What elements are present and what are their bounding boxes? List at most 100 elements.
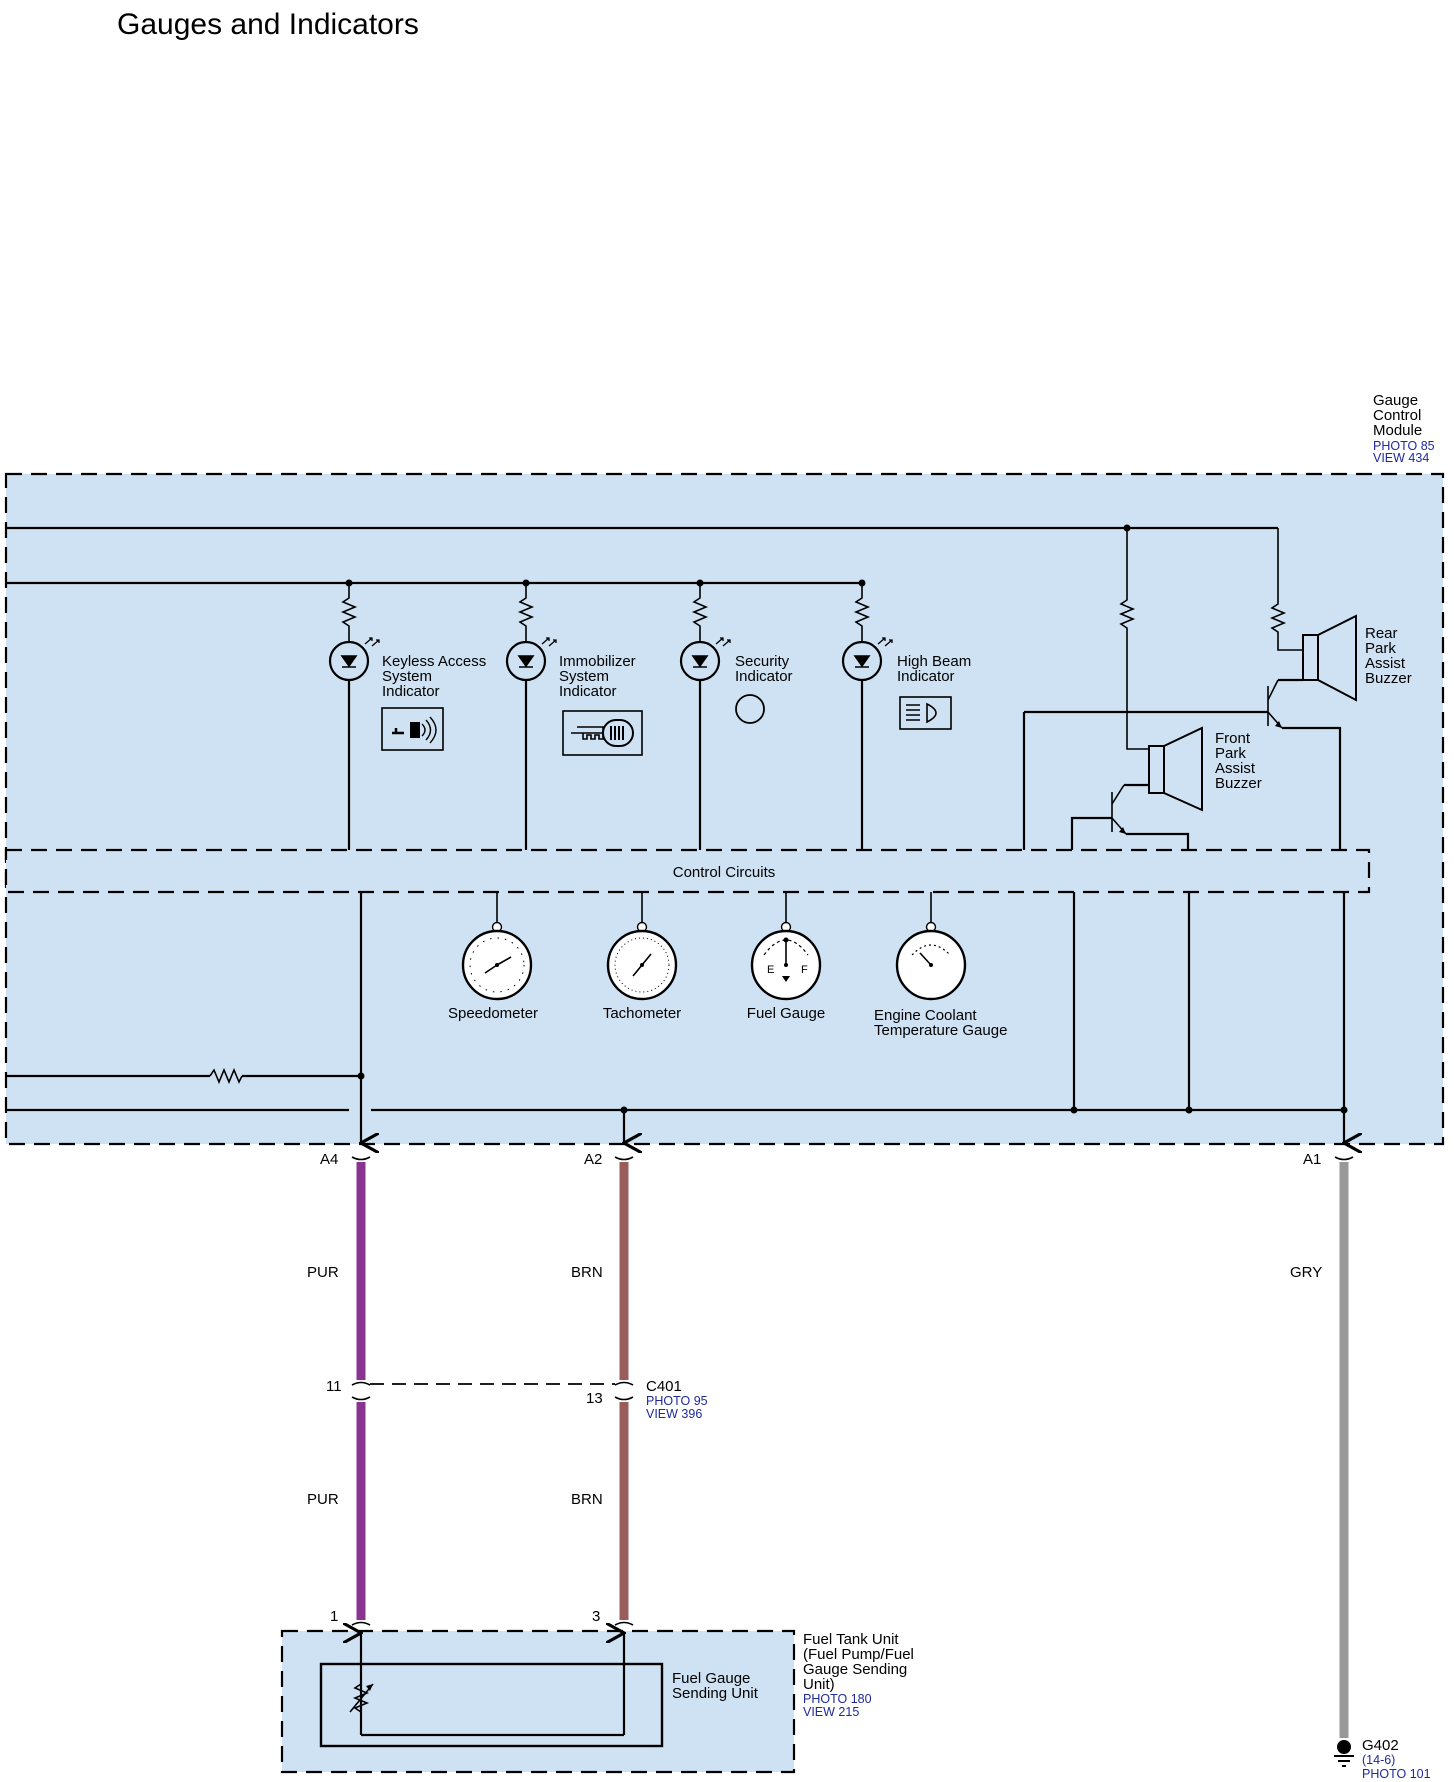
gauge-fuel: E F Fuel Gauge xyxy=(747,892,825,1022)
gauge-speedometer: Speedometer xyxy=(448,892,538,1022)
connector-bracket xyxy=(614,1156,634,1161)
light-rays-icon xyxy=(364,637,380,647)
wire-brn[interactable]: BRN BRN xyxy=(571,1156,634,1626)
ground-photo-link[interactable]: PHOTO 101 xyxy=(1362,1767,1431,1781)
connector-bracket xyxy=(614,1621,634,1626)
light-rays-icon xyxy=(715,637,731,647)
fuel-tank-unit[interactable]: 1 3 Fuel Gauge Sending Unit Fuel Tank Un… xyxy=(280,1608,914,1774)
fuel-tank-name-line-4: Unit) xyxy=(803,1676,835,1693)
immobilizer-key-icon xyxy=(562,710,643,756)
indicator-label-line-2: Indicator xyxy=(897,668,955,685)
diode-icon xyxy=(691,655,709,668)
terminal-a1-label: A1 xyxy=(1303,1151,1321,1168)
resistor-icon xyxy=(340,583,358,642)
page-title: Gauges and Indicators xyxy=(117,8,419,41)
gauge-label-line-1: Fuel Gauge xyxy=(747,1005,825,1022)
resistor-icon xyxy=(517,583,535,642)
module-lower-wiring xyxy=(6,892,1348,1143)
resistor-icon xyxy=(691,583,709,642)
diode-icon xyxy=(853,655,871,668)
ground-icon xyxy=(1334,1740,1354,1767)
gauge-label-line-1: Engine Coolant xyxy=(874,1007,977,1024)
indicator-label-line-1: Keyless Access xyxy=(382,653,486,670)
fuel-tank-name-line-1: Fuel Tank Unit xyxy=(803,1631,899,1648)
coolant-gauge-icon xyxy=(895,929,967,1001)
indicator-label-line-3: Indicator xyxy=(559,683,617,700)
front-buzzer-label: Front Park Assist Buzzer xyxy=(1215,730,1262,792)
module-label: Gauge Control Module PHOTO 85 VIEW 434 xyxy=(1373,392,1435,465)
fuel-tank-view-link[interactable]: VIEW 215 xyxy=(803,1705,859,1719)
c401-pin-pur: 11 xyxy=(326,1378,342,1395)
c401-pin-brn: 13 xyxy=(586,1390,603,1407)
resistor-icon xyxy=(853,583,871,642)
fuel-tank-name-line-2: (Fuel Pump/Fuel xyxy=(803,1646,914,1663)
fuel-full-mark: F xyxy=(801,964,808,976)
module-name-line-1: Gauge xyxy=(1373,392,1418,409)
diode-icon xyxy=(517,655,535,668)
wire-color-label: PUR xyxy=(307,1264,339,1281)
light-rays-icon xyxy=(877,637,893,647)
connector-bracket xyxy=(351,1156,371,1161)
indicator-immobilizer: Immobilizer System Indicator xyxy=(505,579,643,850)
indicator-high-beam: High Beam Indicator xyxy=(841,579,971,850)
front-buzzer-label-line-4: Buzzer xyxy=(1215,775,1262,792)
module-view-link[interactable]: VIEW 434 xyxy=(1373,451,1429,465)
ground-name: G402 xyxy=(1362,1737,1399,1754)
resistor-icon xyxy=(209,1067,243,1085)
fuel-gauge-sending-unit-box xyxy=(319,1662,664,1748)
c401-view-link[interactable]: VIEW 396 xyxy=(646,1407,702,1421)
connector-bracket xyxy=(351,1621,371,1626)
diode-icon xyxy=(340,655,358,668)
c401-photo-link[interactable]: PHOTO 95 xyxy=(646,1394,708,1408)
gauge-label-line-1: Tachometer xyxy=(603,1005,681,1022)
connector-bracket xyxy=(351,1381,371,1401)
wire-color-label: PUR xyxy=(307,1491,339,1508)
fuel-tank-photo-link[interactable]: PHOTO 180 xyxy=(803,1692,872,1706)
rear-buzzer-label-line-4: Buzzer xyxy=(1365,670,1412,687)
wire-color-label: BRN xyxy=(571,1491,603,1508)
module-photo-link[interactable]: PHOTO 85 xyxy=(1373,439,1435,453)
wire-color-label: GRY xyxy=(1290,1264,1322,1281)
keyless-access-icon xyxy=(381,707,444,751)
speedometer-icon xyxy=(461,929,533,1001)
front-park-assist-buzzer-icon xyxy=(1148,726,1203,812)
gauge-engine-coolant-temperature: Engine Coolant Temperature Gauge xyxy=(874,892,1007,1039)
fuel-tank-pin-pur: 1 xyxy=(330,1608,338,1625)
indicator-keyless-access: Keyless Access System Indicator xyxy=(328,579,486,850)
indicator-label-line-2: Indicator xyxy=(735,668,793,685)
rear-buzzer-label-line-2: Park xyxy=(1365,640,1396,657)
terminal-labels: A4 A2 A1 xyxy=(320,1151,1321,1168)
indicator-label-line-1: Security xyxy=(735,653,790,670)
module-name-line-3: Module xyxy=(1373,422,1422,439)
resistor-icon xyxy=(1269,528,1303,651)
rear-park-assist-buzzer-icon xyxy=(1302,614,1357,702)
ground-page-link[interactable]: (14-6) xyxy=(1362,1753,1395,1767)
connector-bracket xyxy=(614,1381,634,1401)
gauge-control-module-box xyxy=(4,472,1445,1146)
security-circle-icon xyxy=(735,694,765,724)
gauge-label-line-1: Speedometer xyxy=(448,1005,538,1022)
indicator-security: Security Indicator xyxy=(679,579,793,850)
connector-c401[interactable]: 11 13 C401 PHOTO 95 VIEW 396 xyxy=(326,1378,708,1421)
tachometer-icon xyxy=(606,929,678,1001)
resistor-icon xyxy=(1118,528,1149,750)
front-buzzer-label-line-1: Front xyxy=(1215,730,1251,747)
rear-buzzer-label-line-1: Rear xyxy=(1365,625,1398,642)
module-name-line-2: Control xyxy=(1373,407,1421,424)
fuel-tank-name-line-3: Gauge Sending xyxy=(803,1661,907,1678)
control-circuits-box xyxy=(4,848,1371,894)
indicator-label-line-1: High Beam xyxy=(897,653,971,670)
indicator-label-line-3: Indicator xyxy=(382,683,440,700)
connector-bracket xyxy=(1334,1156,1354,1161)
gauge-tachometer: Tachometer xyxy=(603,892,681,1022)
wire-gry[interactable]: GRY xyxy=(1290,1156,1354,1738)
variable-resistor-icon xyxy=(349,1675,374,1720)
front-buzzer-label-line-2: Park xyxy=(1215,745,1246,762)
indicator-label-line-2: System xyxy=(559,668,609,685)
wire-pur[interactable]: PUR PUR xyxy=(307,1156,371,1626)
fuel-tank-unit-box xyxy=(280,1629,796,1774)
sender-label-line-1: Fuel Gauge xyxy=(672,1670,750,1687)
ground-g402[interactable]: G402 (14-6) PHOTO 101 xyxy=(1334,1737,1431,1781)
indicator-label-line-1: Immobilizer xyxy=(559,653,636,670)
